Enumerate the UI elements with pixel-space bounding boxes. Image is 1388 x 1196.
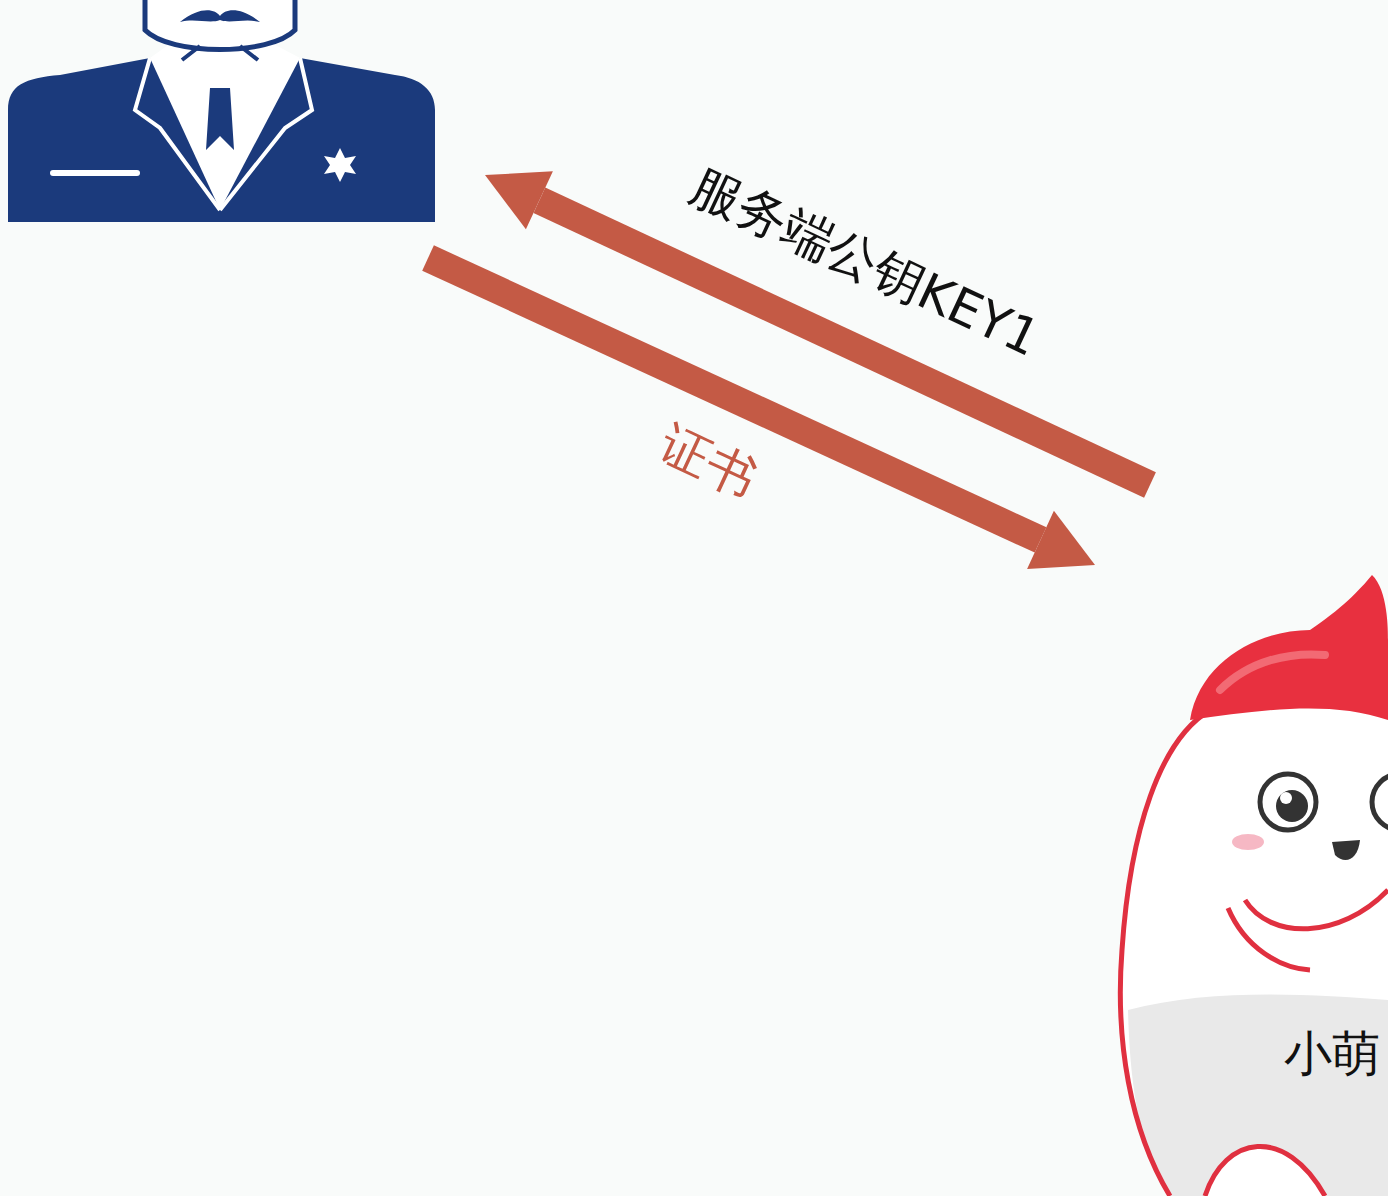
- mascot-figure: [1110, 570, 1388, 1196]
- mascot-node: 小萌: [1110, 570, 1388, 1196]
- mascot-name: 小萌: [1284, 1025, 1380, 1083]
- arrow-label: 证书: [650, 414, 766, 511]
- officer-figure: [8, 0, 435, 222]
